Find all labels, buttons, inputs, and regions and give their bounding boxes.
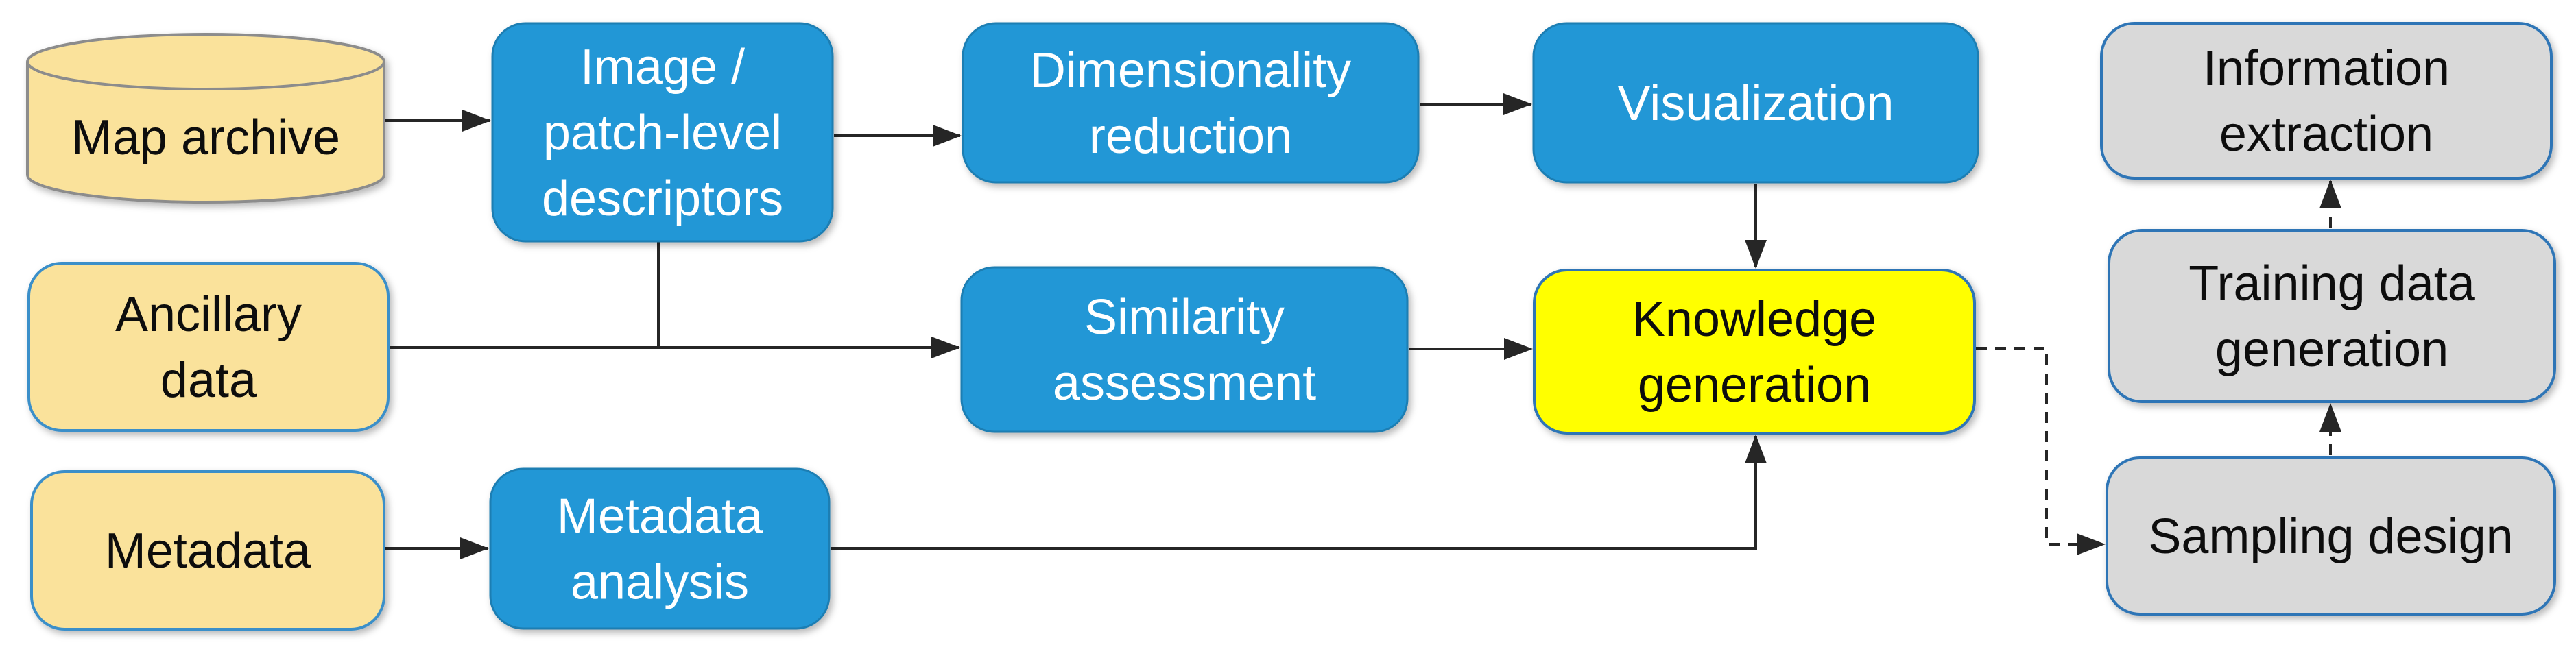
node-label-line: Similarity (1084, 290, 1285, 345)
node-image-patch-descriptors: Image / patch-level descriptors (491, 22, 834, 243)
node-label-line: analysis (571, 555, 749, 610)
node-label-line: Dimensionality (1030, 43, 1351, 98)
node-label-line: Ancillary (115, 287, 302, 342)
node-label-line: generation (1638, 358, 1871, 413)
node-label-line: descriptors (542, 171, 783, 226)
node-label-line: Image / (580, 40, 745, 95)
node-box (1532, 22, 1979, 184)
node-box (491, 22, 834, 243)
edge-metadata-analysis-to-knowledge (831, 435, 1767, 550)
cylinder-body (26, 33, 385, 204)
node-label-line: generation (2215, 322, 2448, 377)
node-box (2106, 456, 2556, 616)
node-label-line: Metadata (557, 489, 763, 544)
node-sampling-design: Sampling design (2106, 456, 2556, 616)
node-box (2108, 229, 2556, 403)
edge-knowledge-to-sampling-design (1976, 347, 2106, 555)
node-similarity-assessment: Similarity assessment (960, 266, 1409, 433)
node-information-extraction: Information extraction (2100, 22, 2553, 180)
edges-layer (385, 93, 2341, 559)
node-box (960, 266, 1409, 433)
node-metadata-analysis: Metadata analysis (489, 467, 831, 630)
node-box (27, 262, 390, 432)
node-label-line: extraction (2219, 107, 2433, 162)
node-box (489, 467, 831, 630)
node-label-line: Sampling design (2148, 509, 2513, 564)
node-metadata: Metadata (30, 470, 385, 631)
cylinder-rim (26, 61, 385, 90)
node-label-line: reduction (1089, 109, 1292, 164)
node-label-line: Knowledge (1632, 292, 1876, 347)
node-visualization: Visualization (1532, 22, 1979, 184)
node-training-data-generation: Training data generation (2108, 229, 2556, 403)
node-ancillary-data: Ancillary data (27, 262, 390, 432)
node-label-line: data (160, 353, 257, 408)
node-box (1533, 269, 1976, 435)
node-knowledge-generation: Knowledge generation (1533, 269, 1976, 435)
node-label-line: Map archive (71, 110, 340, 165)
node-label-line: patch-level (543, 106, 782, 160)
node-label-line: Training data (2189, 256, 2476, 311)
node-map-archive: Map archive (26, 33, 385, 204)
node-box (962, 22, 1420, 184)
node-box (2100, 22, 2553, 180)
node-label-line: assessment (1053, 356, 1316, 411)
node-label-line: Metadata (105, 524, 311, 578)
node-box (30, 470, 385, 631)
node-dimensionality-reduction: Dimensionality reduction (962, 22, 1420, 184)
node-label-line: Information (2203, 41, 2450, 96)
node-label-line: Visualization (1618, 76, 1894, 131)
